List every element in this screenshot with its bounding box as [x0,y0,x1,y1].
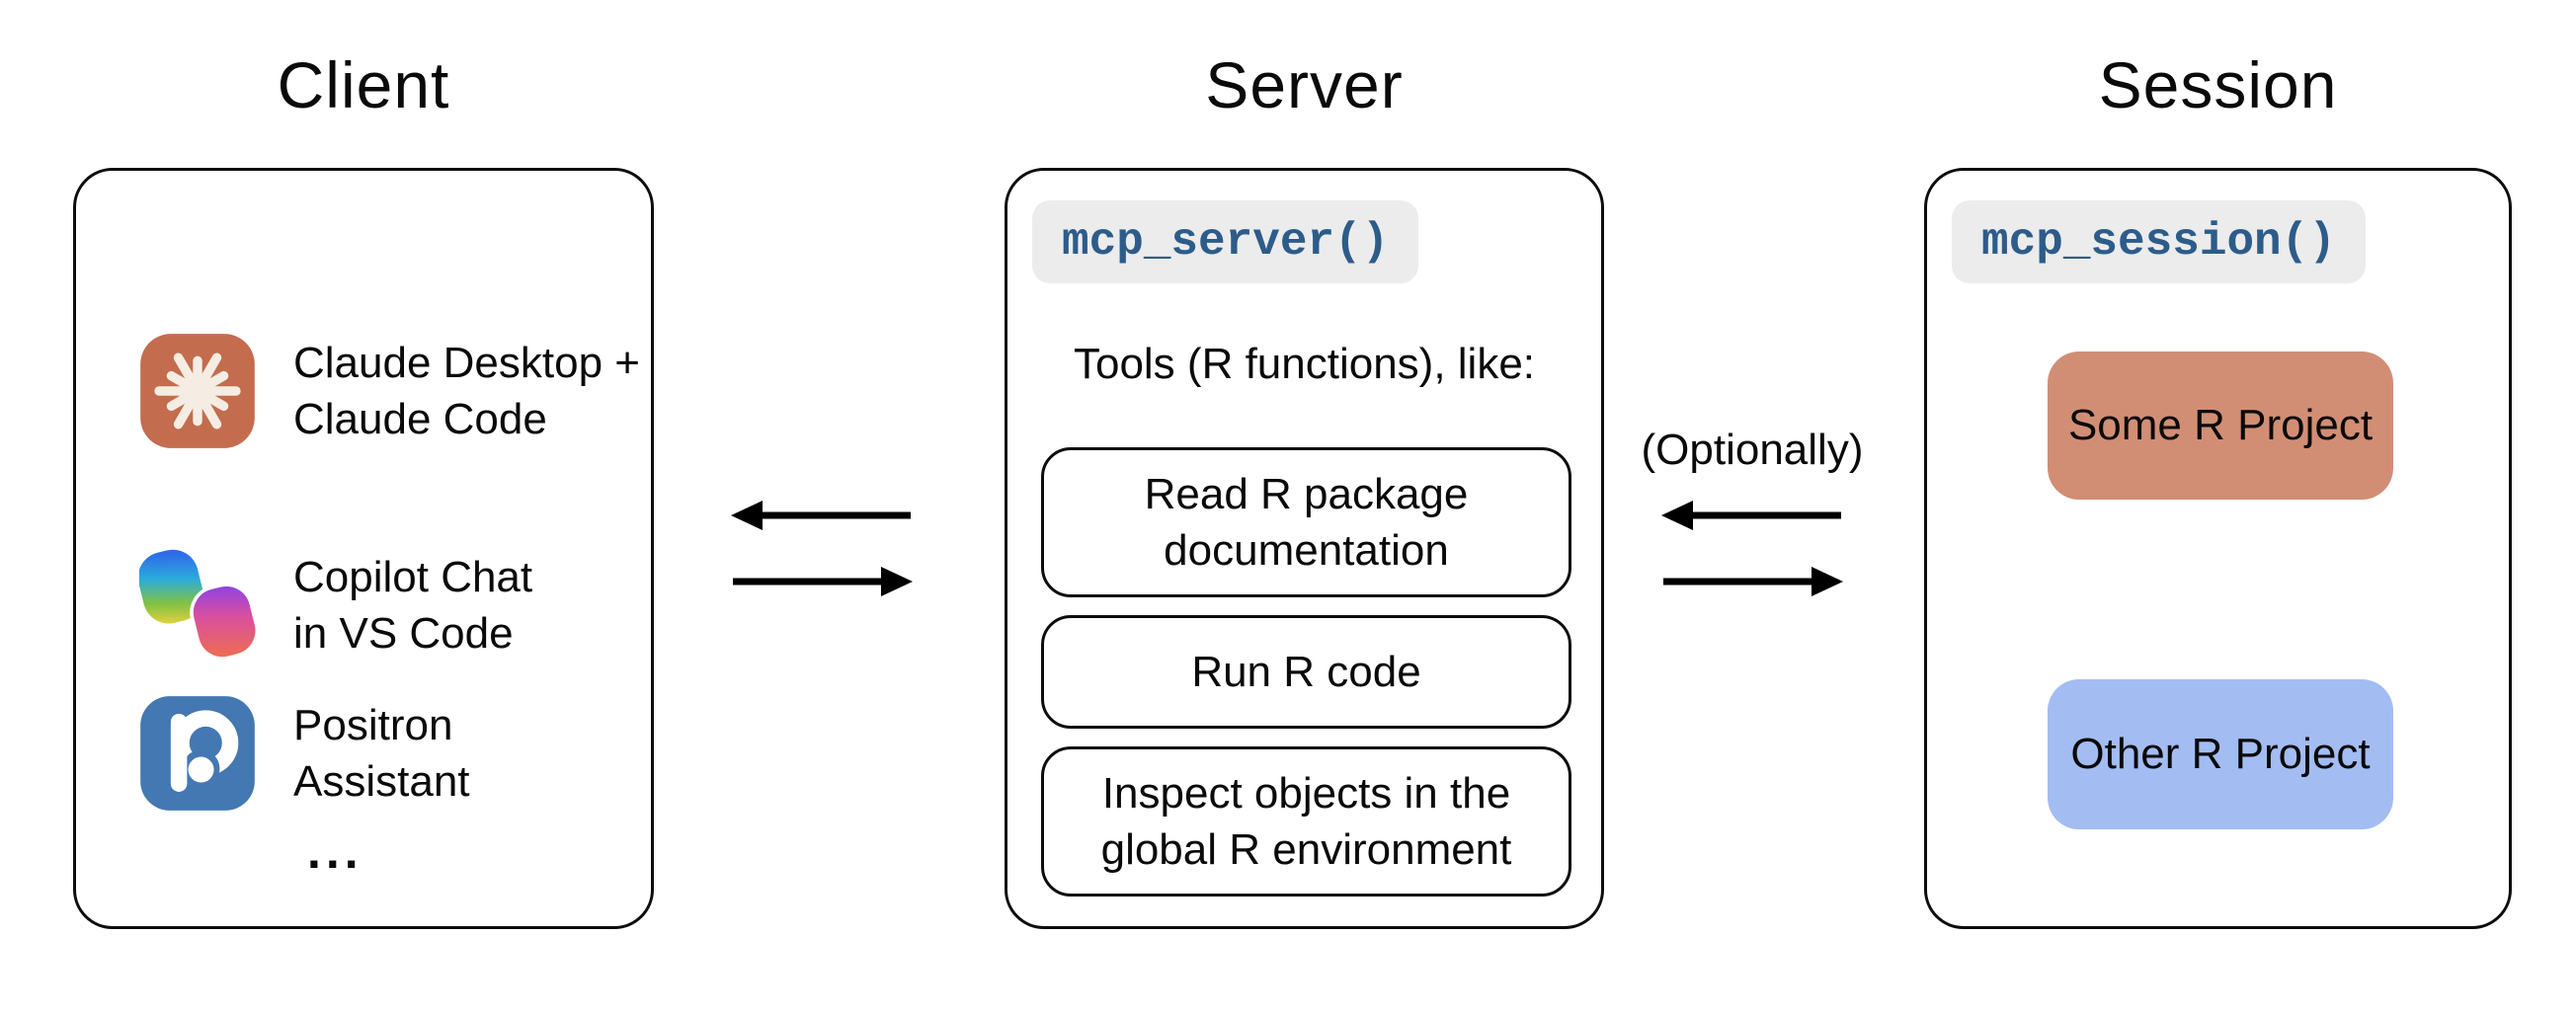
client-item-copilot-label-line2: in VS Code [293,609,514,658]
client-item-positron-label: Positron Assistant [293,697,470,810]
tool-read-docs-label: Read R package documentation [1144,470,1469,575]
arrow-right-icon [1661,564,1843,599]
project-other-r-label: Other R Project [2070,730,2371,778]
tool-read-r-package-documentation: Read R package documentation [1041,447,1571,597]
tool-run-r-code-label: Run R code [1191,648,1421,696]
claude-logo-icon [139,333,256,449]
client-item-copilot-label: Copilot Chat in VS Code [293,549,532,662]
client-item-claude-label-line2: Claude Code [293,395,547,443]
session-box: mcp_session() Some R Project Other R Pro… [1924,168,2512,929]
copilot-logo-icon [139,547,256,664]
session-column-title: Session [2098,48,2338,121]
optionally-label: (Optionally) [1641,426,1864,474]
mcp-session-code-chip: mcp_session() [1952,200,2366,283]
arrow-right-icon [731,564,913,599]
client-item-positron-label-line1: Positron [293,701,453,749]
server-column-title: Server [1205,48,1404,121]
tool-inspect-global-environment: Inspect objects in the global R environm… [1041,746,1571,897]
positron-logo-icon [139,695,256,812]
client-item-claude-label-line1: Claude Desktop + [293,339,640,387]
client-item-positron-label-line2: Assistant [293,757,470,806]
tool-run-r-code: Run R code [1041,615,1571,729]
client-item-copilot: Copilot Chat in VS Code [139,546,532,664]
tool-inspect-objects-label: Inspect objects in the global R environm… [1100,769,1512,874]
mcp-server-code-chip: mcp_server() [1032,200,1419,283]
tools-heading: Tools (R functions), like: [1073,340,1536,388]
client-box: Claude Desktop + Claude Code [73,168,654,929]
project-other-r-project: Other R Project [2048,679,2393,829]
project-some-r-project: Some R Project [2048,351,2393,500]
arrow-left-icon [731,498,913,533]
client-column-title: Client [277,48,450,121]
project-some-r-label: Some R Project [2067,401,2374,449]
client-item-positron: Positron Assistant [139,694,470,813]
client-item-claude-label: Claude Desktop + Claude Code [293,335,640,447]
arrow-left-icon [1661,498,1843,533]
client-item-copilot-label-line1: Copilot Chat [293,553,533,601]
client-item-claude: Claude Desktop + Claude Code [139,332,640,450]
more-clients-ellipsis: ... [307,823,363,879]
server-box: mcp_server() Tools (R functions), like: … [1005,168,1604,929]
